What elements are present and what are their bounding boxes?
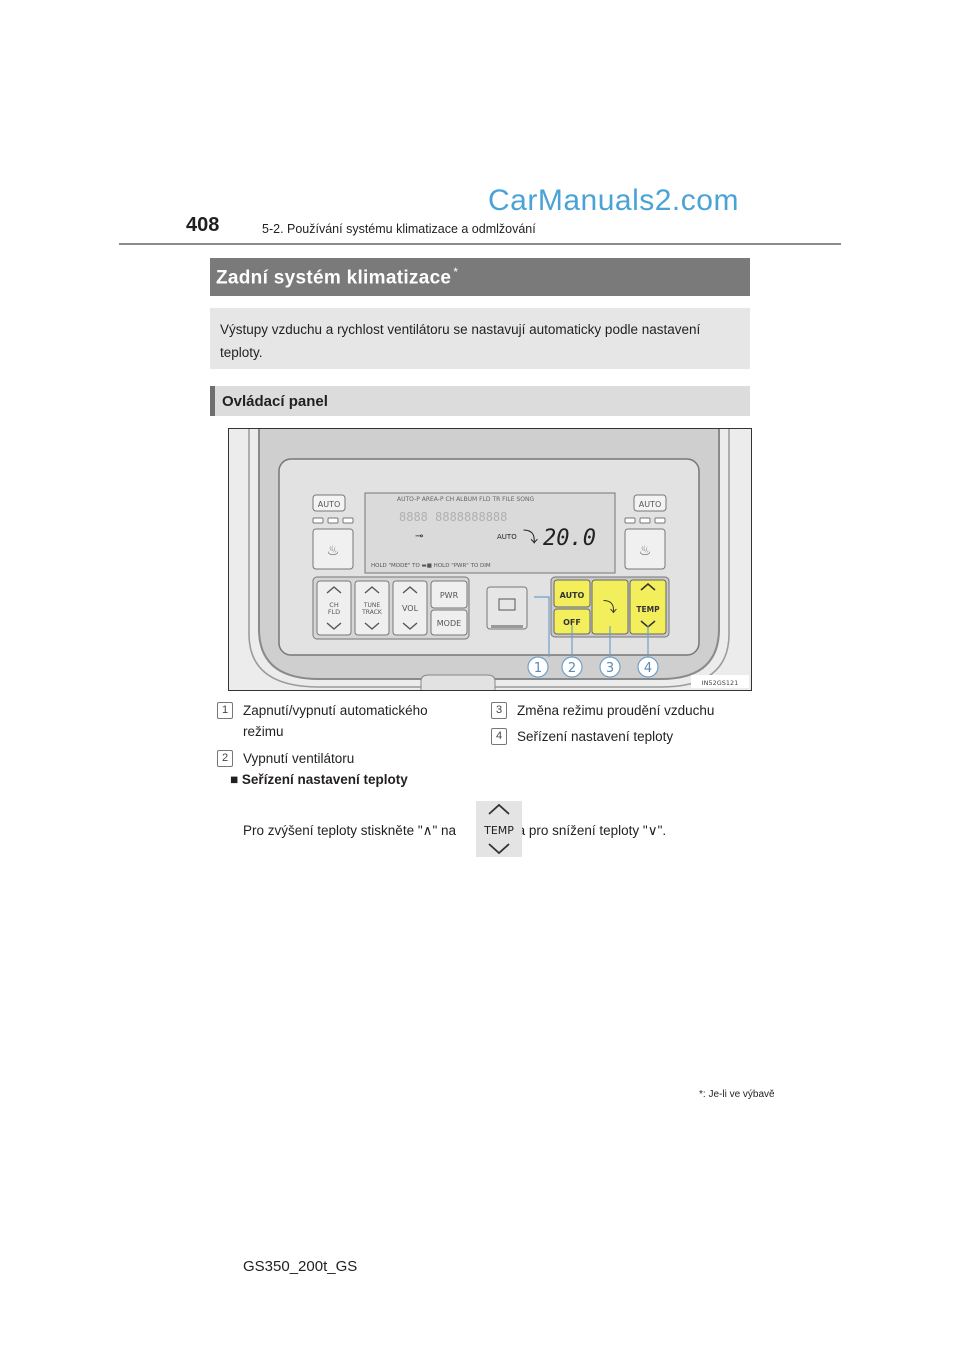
- item-number-2: 2: [217, 750, 233, 767]
- audio-controls: CH FLD TUNE TRACK VOL PWR MODE: [312, 576, 470, 640]
- temp-instruction: Pro zvýšení teploty stiskněte "∧" na a p…: [243, 823, 666, 839]
- svg-text:FLD: FLD: [328, 608, 340, 616]
- footnote-asterisk-icon: *: [699, 1089, 703, 1100]
- temp-heading-text: Seřízení nastavení teploty: [241, 772, 408, 787]
- temp-section-heading: ■ Seřízení nastavení teploty: [230, 772, 408, 787]
- display-bottom-labels: HOLD "MODE" TO ▬■ HOLD "PWR" TO DIM: [371, 563, 491, 569]
- svg-text:2: 2: [568, 661, 576, 676]
- ch-fld-label: CH: [329, 601, 339, 609]
- footnote: *: Je-li ve výbavě: [699, 1089, 775, 1100]
- control-panel-illustration: AUTO ♨ AUTO ♨ AUTO-P AREA-P CH ALBUM FLD…: [248, 429, 749, 690]
- display-temperature: 20.0: [543, 526, 596, 551]
- display-auto-label: AUTO: [497, 533, 517, 541]
- item-text-3: Změna režimu proudění vzduchu: [517, 703, 715, 718]
- figure-code: IN52GS121: [702, 679, 739, 687]
- temp-button-illustration: TEMP: [476, 801, 522, 857]
- item-number-3: 3: [491, 702, 507, 719]
- item-text-1: Zapnutí/vypnutí automatického režimu: [243, 703, 428, 739]
- section-title: Zadní systém klimatizace*: [216, 265, 458, 289]
- screen-button: [486, 586, 528, 630]
- item-number-1: 1: [217, 702, 233, 719]
- temp-down-arrow-icon: [488, 843, 510, 855]
- screen-icon: [498, 598, 516, 611]
- left-auto-label: AUTO: [318, 500, 341, 509]
- item-text-4: Seřízení nastavení teploty: [517, 729, 674, 744]
- svg-text:4: 4: [644, 661, 652, 676]
- item-text-2: Vypnutí ventilátoru: [243, 751, 355, 766]
- footnote-text: : Je-li ve výbavě: [702, 1089, 775, 1100]
- temp-up-arrow-icon: [488, 803, 510, 815]
- vol-label: VOL: [402, 604, 419, 613]
- model-code: GS350_200t_GS: [243, 1258, 358, 1275]
- auto-button-label: AUTO: [560, 591, 585, 600]
- temp-up-icon: [640, 583, 656, 591]
- temp-instruction-after: a pro snížení teploty "∨".: [517, 823, 667, 838]
- page-number: 408: [186, 214, 220, 236]
- mode-label: MODE: [437, 619, 461, 628]
- section-title-text: Zadní systém klimatizace: [216, 267, 452, 289]
- callout-4: 4: [637, 656, 659, 678]
- temp-instruction-before: Pro zvýšení teploty stiskněte "∧" na: [243, 823, 457, 838]
- seat-heater-icon: ♨: [327, 543, 340, 559]
- chapter-title: 5-2. Používání systému klimatizace a odm…: [262, 222, 536, 236]
- asterisk-icon: *: [453, 265, 459, 279]
- display-top-labels: AUTO-P AREA-P CH ALBUM FLD TR FILE SONG: [397, 496, 534, 503]
- temp-button-text: TEMP: [483, 824, 514, 837]
- svg-text:1: 1: [534, 661, 542, 676]
- off-button-label: OFF: [563, 618, 581, 627]
- callout-1: 1: [527, 656, 549, 678]
- intro-box: [210, 308, 750, 369]
- climate-controls: AUTO OFF ⤵ TEMP: [550, 576, 670, 638]
- watermark-text: CarManuals2.com: [488, 184, 739, 217]
- section-title-bar: [210, 258, 750, 296]
- right-auto-label: AUTO: [639, 500, 662, 509]
- pwr-label: PWR: [440, 591, 459, 600]
- temp-button-graphic: TEMP: [483, 803, 514, 855]
- header-rule: [119, 243, 841, 245]
- control-panel-figure: AUTO ♨ AUTO ♨ AUTO-P AREA-P CH ALBUM FLD…: [228, 428, 752, 691]
- svg-text:TRACK: TRACK: [361, 609, 383, 616]
- airflow-mode-icon: ⤵: [603, 600, 617, 616]
- tune-track-label: TUNE: [363, 602, 381, 609]
- callout-3: 3: [599, 656, 621, 678]
- item-number-4: 4: [491, 728, 507, 745]
- svg-text:3: 3: [606, 661, 614, 676]
- intro-text: Výstupy vzduchu a rychlost ventilátoru s…: [220, 322, 701, 360]
- subheading: Ovládací panel: [222, 393, 328, 410]
- display-segments: 8888 8888888888: [399, 510, 507, 524]
- key-icon: ⊸: [415, 531, 423, 542]
- airflow-icon: ⤵: [523, 528, 538, 546]
- temp-button-label: TEMP: [636, 605, 660, 614]
- subheading-accent: [210, 386, 215, 416]
- callout-2: 2: [561, 656, 583, 678]
- square-bullet-icon: ■: [230, 772, 239, 787]
- subheading-bar: [210, 386, 750, 416]
- seat-heater-icon-right: ♨: [639, 543, 652, 559]
